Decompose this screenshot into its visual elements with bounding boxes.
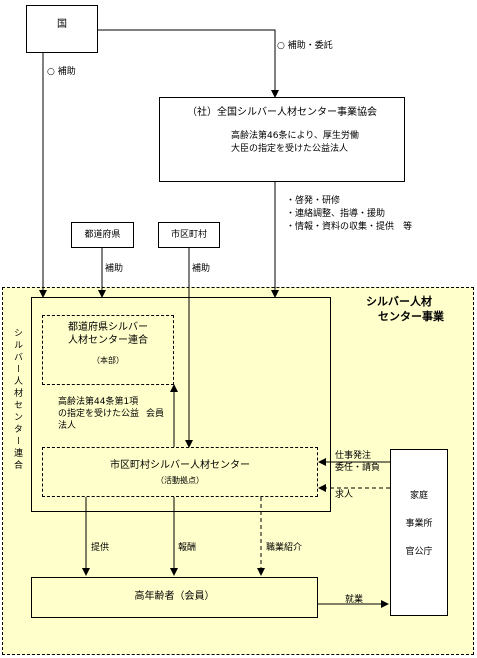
label-hojo-city: 補助 [192,264,211,274]
label-hojo-kuni: ○ 補助 [47,67,76,77]
label-hojo-itaku: ○ 補助・委託 [277,41,333,51]
support-item-1: ・啓発・研修 [286,196,341,206]
zenkoku-kyokai-box [159,97,405,182]
city-center-title: 市区町村シルバー人材センター [110,460,250,471]
rengo-vertical-label: シルバー人材センター連合 [6,328,28,498]
support-item-2: ・連絡調整、指導・援助 [286,209,386,219]
shikuchoson-box [158,222,220,248]
kuni-box [26,5,98,53]
pref-rengo-box [42,315,174,385]
label-shigoto-1: 仕事発注 [335,451,372,461]
label-teikyo: 提供 [91,543,110,553]
city-center-sub: （活動拠点） [156,476,204,485]
label-shigoto-2: 委任・請負 [335,463,381,473]
todofuken-box [71,222,134,248]
todofuken-label: 都道府県 [84,230,121,240]
pref-rengo-line3: （本部） [92,356,124,365]
koreiho44-line2: の指定を受けた公益 [58,409,140,419]
zenkoku-title: （社）全国シルバー人材センター事業協会 [187,107,377,118]
kotei-box [390,449,448,616]
label-kyujin: 求人 [335,490,354,500]
koreisha-label: 高年齢者（会員） [134,591,215,602]
kuni-label: 国 [57,19,67,30]
kotei-jigyosho: 事業所 [405,519,433,529]
pref-rengo-line1: 都道府県シルバー [68,322,148,333]
shikuchoson-label: 市区町村 [170,230,207,240]
koreiho44-line3: 法人 [58,421,77,431]
pref-rengo-line2: 人材センター連合 [68,335,148,346]
label-shokugyo: 職業紹介 [266,543,303,553]
koreisha-box [31,577,318,618]
support-item-3: ・情報・資料の収集・提供 等 [286,222,413,232]
zenkoku-line2: 大臣の指定を受けた公益法人 [231,144,349,154]
kotei-kankocho: 官公庁 [405,547,433,557]
label-kaiin: 会員 [146,409,165,419]
label-shugyo: 就業 [345,595,364,605]
kotei-katei: 家庭 [409,491,428,501]
project-title-line2: センター事業 [378,310,444,323]
city-center-box [42,447,318,497]
label-hojo-pref: 補助 [105,264,124,274]
label-hoshu: 報酬 [178,543,197,553]
rengo-outer-box [31,297,331,512]
koreiho44-line1: 高齢法第44条第1項 [58,397,139,407]
arrow-kuni-to-zenkoku [98,29,279,98]
project-title-line1: シルバー人材 [366,295,432,308]
zenkoku-line1: 高齢法第46条により、厚生労働 [231,131,359,141]
